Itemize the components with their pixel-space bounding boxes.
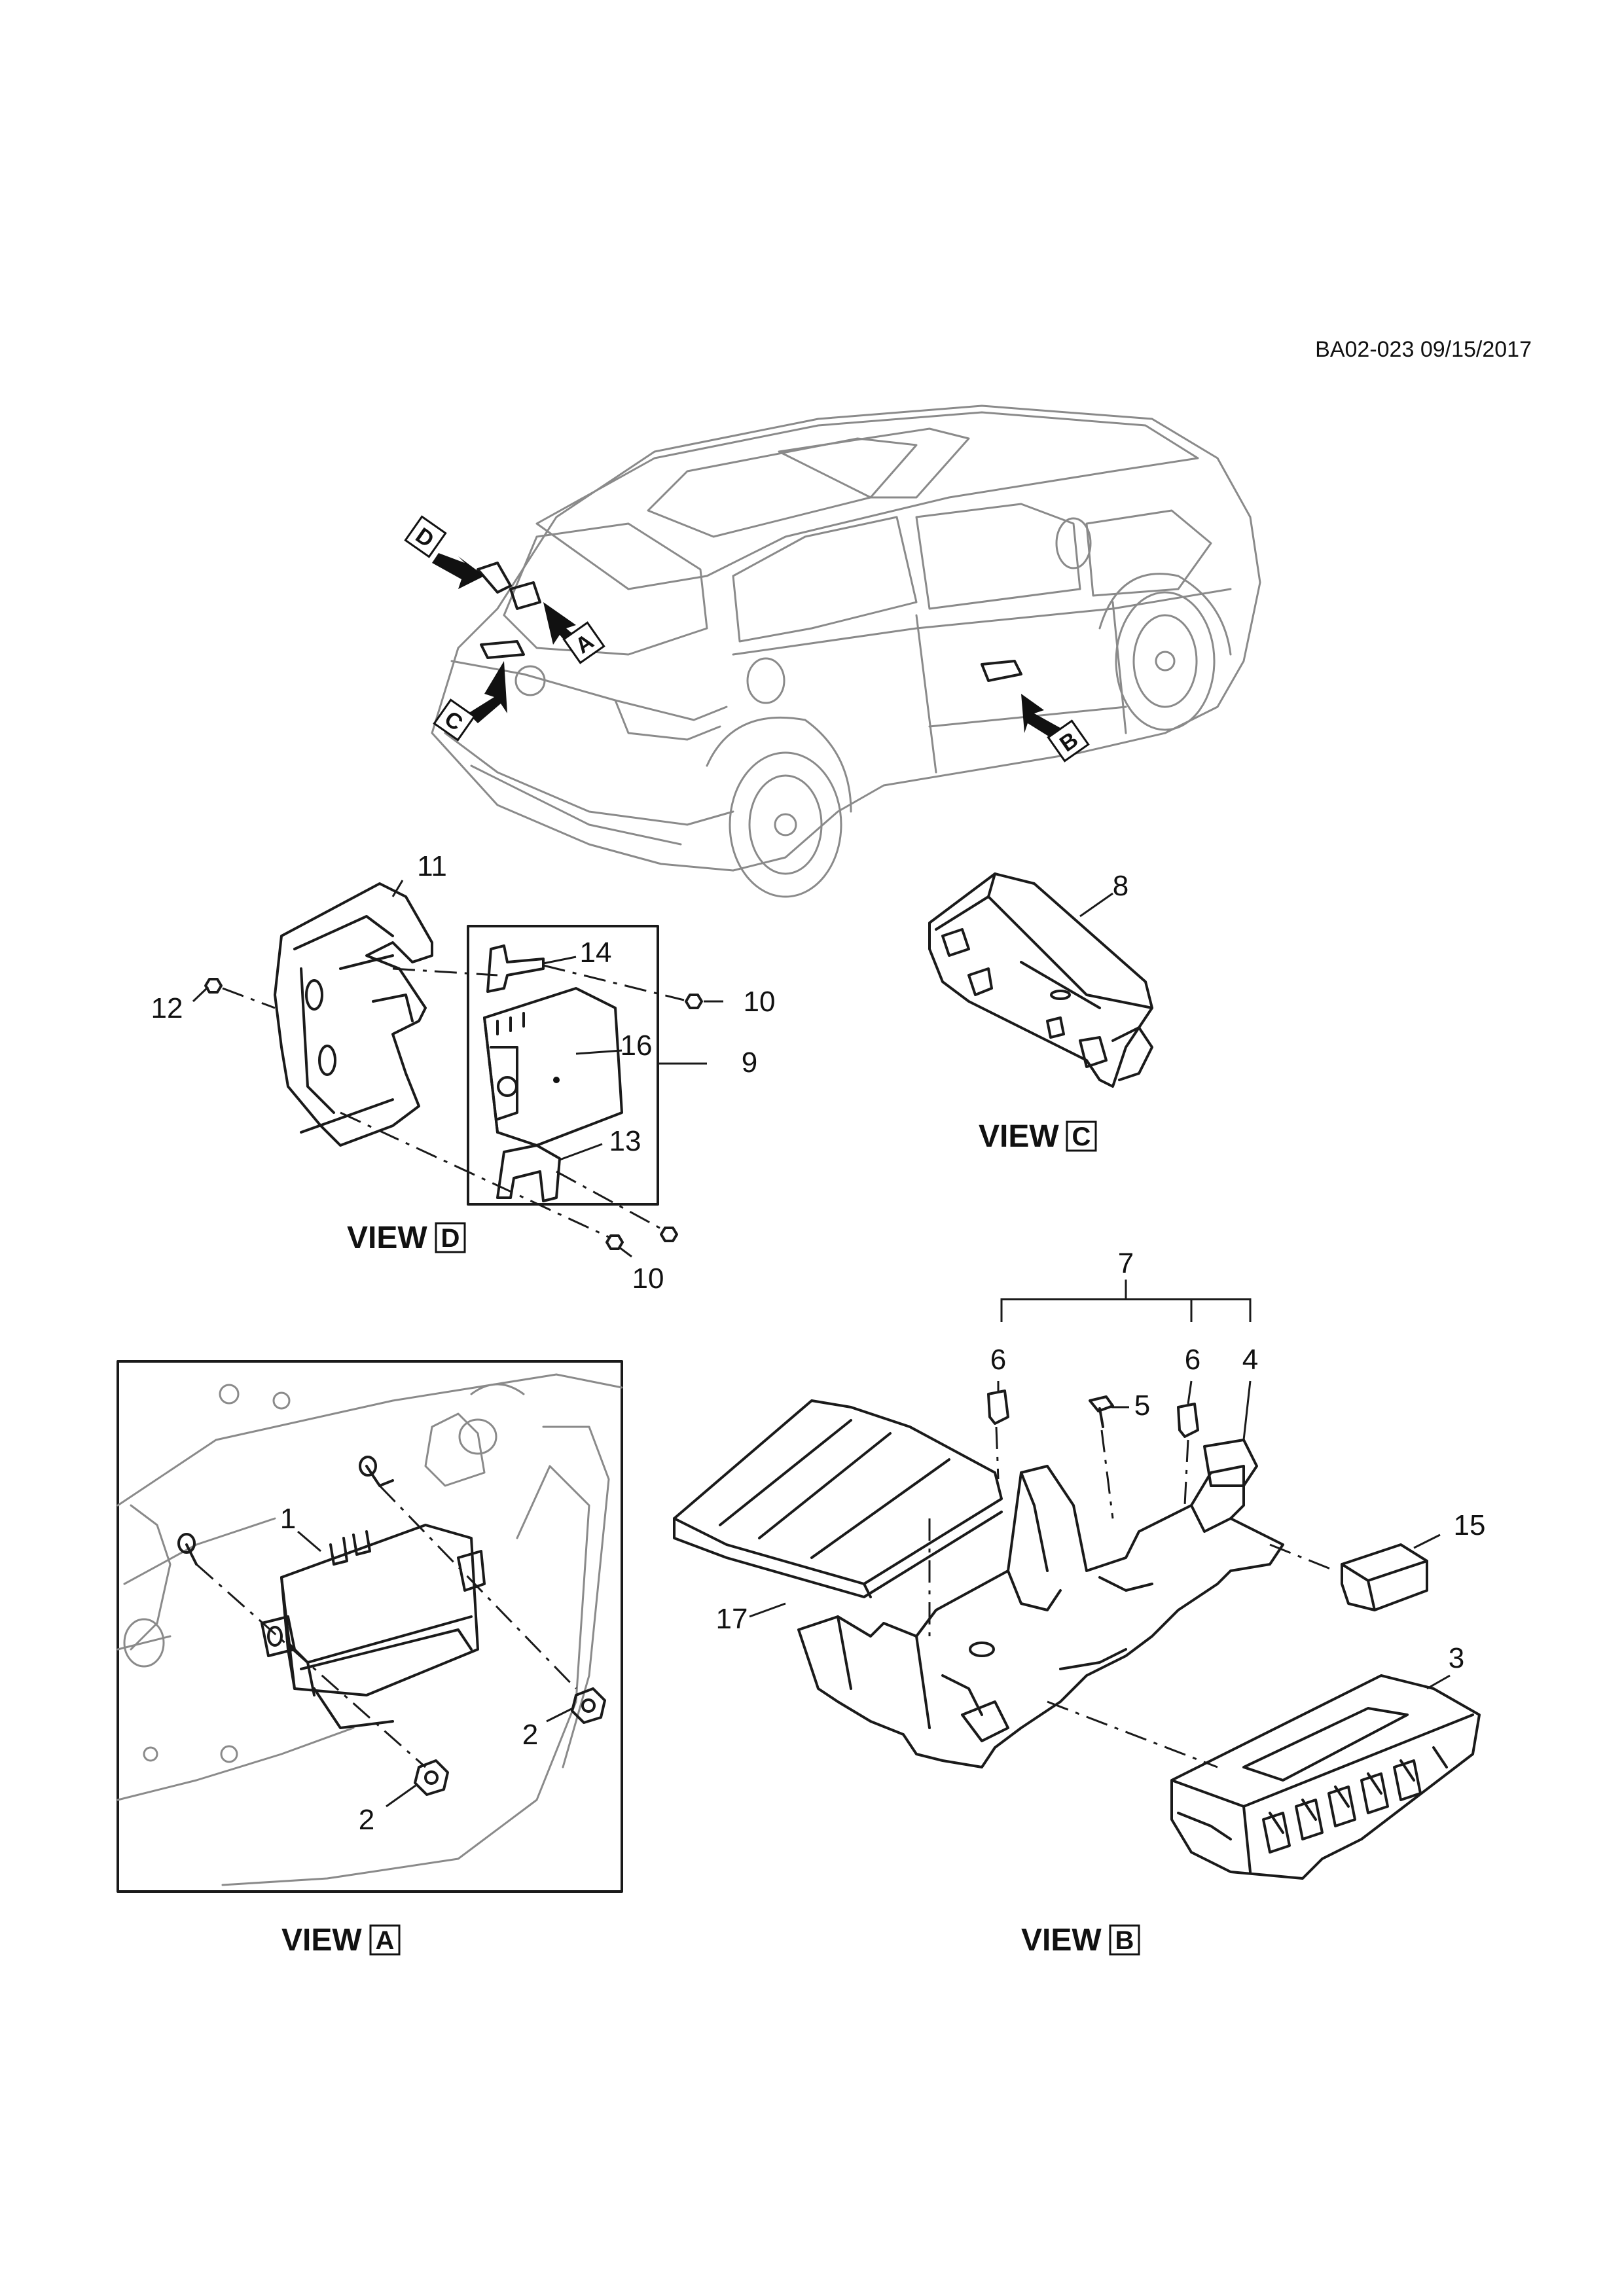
mounting-tray [797,1465,1284,1768]
nut-2-lower [414,1759,449,1796]
module-3 [1170,1674,1481,1880]
callout-7: 7 [1118,1247,1134,1280]
locator-part-a [509,581,541,610]
nut-2-right [571,1687,606,1724]
view-a-frame [117,1360,623,1893]
bracket-11 [274,882,433,1147]
view-d-group: 11 14 10 16 9 13 12 10 VIEW D [151,850,776,1295]
view-d-letter-box [435,1222,466,1253]
view-c-letter-box [1066,1121,1097,1152]
callout-12: 12 [151,992,183,1024]
view-c-group: 8 VIEW C [928,870,1153,1154]
view-arrow-b: B [1021,694,1090,762]
callout-2-lower: 2 [359,1804,374,1836]
locator-part-b [981,660,1022,682]
bracket-4 [1203,1439,1258,1487]
view-arrow-c: C [433,661,507,742]
callout-6-left: 6 [990,1344,1006,1376]
view-a-letter: A [376,1926,395,1955]
document-code: BA02-023 09/15/2017 [1315,337,1532,362]
view-c-letter: C [1072,1122,1091,1151]
module-assembly-9-frame [467,925,659,1206]
view-d-label: VIEW [347,1221,427,1255]
view-arrow-d: D [404,515,484,589]
clip-6-right [1177,1403,1199,1438]
locator-part-d [477,562,512,594]
view-b-label: VIEW [1021,1923,1102,1958]
callout-16: 16 [621,1030,653,1062]
callout-17: 17 [716,1603,748,1635]
callout-6-right: 6 [1185,1344,1200,1376]
callout-2-right: 2 [522,1719,538,1751]
callout-10-upper: 10 [744,986,776,1018]
nut-10-lower-a [605,1234,624,1250]
callout-5: 5 [1134,1390,1150,1422]
nut-10-upper [685,994,703,1009]
view-a-group: 1 2 2 VIEW A [117,1360,623,1958]
view-arrow-a: A [543,602,605,664]
nut-12 [204,978,223,994]
callout-14: 14 [580,937,612,969]
module-8 [928,872,1153,1088]
nut-10-lower-b [660,1227,678,1242]
callout-10-lower: 10 [632,1263,664,1295]
module-16 [483,987,623,1147]
module-1 [280,1524,479,1696]
view-a-letter-box [369,1924,401,1956]
callout-13: 13 [609,1125,641,1157]
view-d-letter: D [441,1224,460,1253]
callout-11: 11 [417,850,447,882]
view-b-letter: B [1115,1926,1134,1955]
locator-part-c [480,640,525,659]
callout-8: 8 [1113,870,1128,902]
vehicle-illustration: D A C B [404,404,1261,898]
module-15 [1341,1543,1428,1611]
view-c-label: VIEW [979,1119,1059,1154]
cover-17 [673,1399,1003,1585]
view-b-letter-box [1109,1924,1140,1956]
callout-9: 9 [742,1047,757,1079]
callout-3: 3 [1449,1642,1464,1674]
view-a-label: VIEW [281,1923,362,1958]
bracket-14 [486,944,545,993]
callout-15: 15 [1454,1509,1486,1541]
callout-1: 1 [280,1503,296,1535]
clip-6-left [987,1390,1009,1425]
bolt-5 [1089,1395,1114,1428]
callout-4: 4 [1242,1344,1258,1376]
view-b-group: 7 [673,1247,1486,1958]
bracket-13 [496,1144,561,1202]
